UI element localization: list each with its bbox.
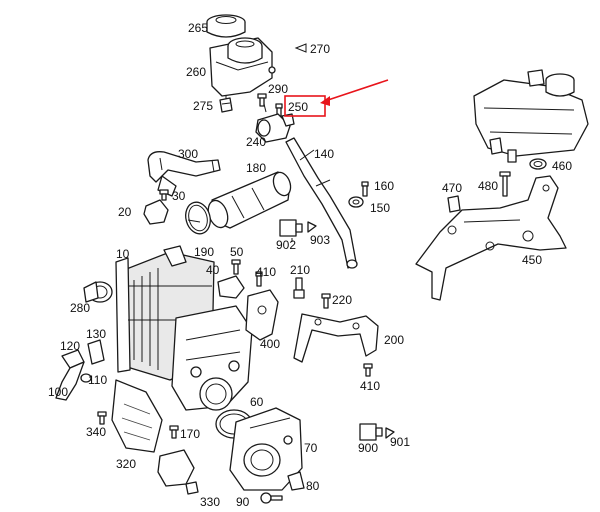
callout-160: 160 [374, 179, 394, 193]
callout-450: 450 [522, 253, 542, 267]
callout-250: 250 [288, 100, 308, 114]
callout-330: 330 [200, 495, 220, 509]
bolt-480 [499, 171, 511, 197]
highlight-250 [284, 79, 389, 117]
callout-150: 150 [370, 201, 390, 215]
callout-470: 470 [442, 181, 462, 195]
coolant-reservoir-260 [209, 37, 276, 107]
callout-240: 240 [246, 135, 266, 149]
callout-270: 270 [310, 42, 330, 56]
leader-lines [187, 103, 293, 242]
bracket-320 [111, 379, 163, 453]
callout-300: 300 [178, 147, 198, 161]
callout-120: 120 [60, 339, 80, 353]
callout-260: 260 [186, 65, 206, 79]
bolt-210 [293, 277, 305, 299]
bolt-160 [361, 181, 369, 197]
callout-90: 90 [236, 495, 250, 509]
plug-901 [385, 427, 395, 439]
reservoir-cap-265 [206, 14, 246, 38]
mount-20 [143, 199, 169, 225]
grommet-460 [529, 158, 547, 170]
direction-arrow-270 [294, 43, 307, 53]
sensor-900 [359, 423, 383, 441]
callout-140: 140 [314, 147, 334, 161]
callout-901: 901 [390, 435, 410, 449]
callout-110: 110 [88, 373, 107, 387]
bolt-30 [159, 189, 169, 201]
bolt-340 [97, 411, 107, 425]
clamp-110 [80, 373, 92, 383]
hose-100 [55, 361, 85, 401]
callout-280: 280 [70, 301, 90, 315]
bracket-400 [245, 289, 279, 341]
actuator-330 [157, 449, 199, 495]
clamp-280 [83, 281, 113, 303]
clamp-150 [348, 196, 364, 208]
callout-20: 20 [118, 205, 132, 219]
callout-900: 900 [358, 441, 378, 455]
plug-903 [307, 221, 317, 233]
clip-470 [447, 195, 461, 213]
callout-190: 190 [194, 245, 214, 259]
callout-200: 200 [384, 333, 404, 347]
callout-460: 460 [552, 159, 572, 173]
expansion-tank [473, 69, 589, 163]
callout-80: 80 [306, 479, 320, 493]
callout-100: 100 [48, 385, 68, 399]
bolt-50 [231, 259, 241, 275]
sensor-130 [87, 339, 105, 365]
callout-220: 220 [332, 293, 352, 307]
highlight-arrow-250 [324, 79, 389, 102]
callout-180: 180 [246, 161, 266, 175]
callout-410-upper: 410 [256, 265, 276, 279]
callout-320: 320 [116, 457, 136, 471]
highlight-arrowhead-250 [320, 96, 330, 106]
screw-290 [257, 93, 267, 107]
coolant-pipe-140 [285, 137, 358, 269]
bolt-220 [321, 293, 331, 309]
callout-170: 170 [180, 427, 200, 441]
callout-275: 275 [193, 99, 213, 113]
callout-50: 50 [230, 245, 244, 259]
callout-903: 903 [310, 233, 330, 247]
callout-340: 340 [86, 425, 106, 439]
throttle-housing [171, 305, 253, 411]
bolt-410-lower [363, 363, 373, 377]
coolant-connector-240 [255, 113, 295, 143]
bracket-450 [415, 175, 567, 301]
callout-60: 60 [250, 395, 264, 409]
callout-30: 30 [172, 189, 186, 203]
callout-40: 40 [206, 263, 220, 277]
callout-10: 10 [116, 247, 130, 261]
bolt-410-upper [255, 271, 263, 287]
bracket-200 [293, 313, 379, 363]
clip-275 [219, 97, 233, 113]
callout-210: 210 [290, 263, 310, 277]
intake-duct-180 [207, 171, 292, 229]
actuator-40 [217, 275, 245, 299]
callout-130: 130 [86, 327, 106, 341]
sensor-902 [279, 219, 303, 237]
callout-400: 400 [260, 337, 280, 351]
callout-290: 290 [268, 82, 288, 96]
callout-902: 902 [276, 238, 296, 252]
callout-70: 70 [304, 441, 318, 455]
callout-labels: 265 270 260 290 275 250 240 300 180 140 … [48, 21, 572, 509]
callout-410-lower: 410 [360, 379, 380, 393]
clip-80 [287, 471, 305, 491]
highlight-box-250 [284, 95, 326, 117]
callout-265: 265 [188, 21, 208, 35]
callout-480: 480 [478, 179, 498, 193]
bolt-170 [169, 425, 179, 439]
bolt-90 [260, 492, 283, 504]
